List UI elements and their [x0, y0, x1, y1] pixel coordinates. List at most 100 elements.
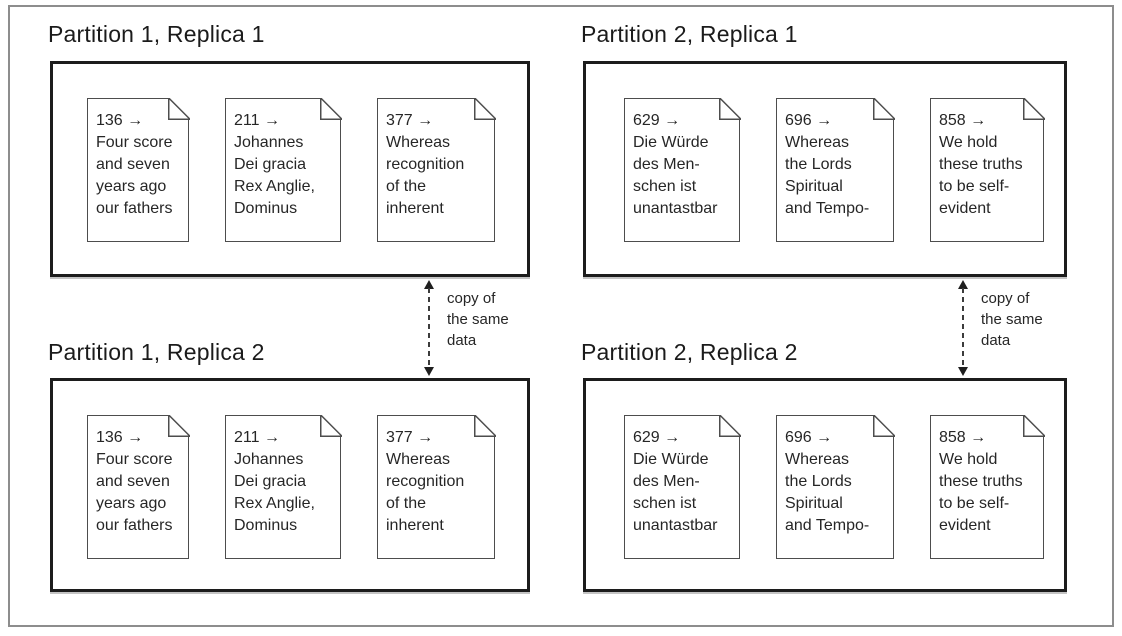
document-key: 377 →	[386, 429, 434, 446]
document-line: and seven	[96, 156, 170, 173]
document-text: 211 → Johannes Dei gracia Rex Anglie, Do…	[226, 416, 340, 537]
document-line: Spiritual	[785, 495, 843, 512]
document-line: Dominus	[234, 200, 298, 217]
document-line: our fathers	[96, 517, 173, 534]
document-text: 858 → We hold these truths to be self- e…	[931, 416, 1043, 537]
page-fold-icon	[718, 97, 741, 120]
document-line: Four score	[96, 451, 173, 468]
document-line: We hold	[939, 134, 998, 151]
document-line: des Men-	[633, 156, 700, 173]
document-line: Whereas	[386, 134, 451, 151]
document-line: inherent	[386, 200, 444, 217]
document-line: Dominus	[234, 517, 298, 534]
document-line: the Lords	[785, 156, 852, 173]
document-icon: 377 → Whereas recognition of the inheren…	[377, 414, 496, 559]
document-line: Whereas	[386, 451, 451, 468]
replication-arrow-label: copy of the same data	[981, 288, 1043, 351]
document-line: unantastbar	[633, 200, 718, 217]
partition-replica-box: 629 → Die Würde des Men- schen ist unant…	[583, 61, 1067, 277]
page-fold-icon	[167, 97, 190, 120]
document-line: and seven	[96, 473, 170, 490]
panel-title: Partition 1, Replica 2	[48, 339, 265, 365]
document-line: of the	[386, 495, 427, 512]
document-line: Johannes	[234, 134, 304, 151]
document-line: inherent	[386, 517, 444, 534]
document-line: We hold	[939, 451, 998, 468]
document-text: 136 → Four score and seven years ago our…	[88, 99, 188, 220]
arrow-label-line: the same	[447, 311, 509, 328]
arrow-label-line: data	[981, 332, 1011, 349]
document-key: 136 →	[96, 112, 144, 129]
document-icon: 211 → Johannes Dei gracia Rex Anglie, Do…	[225, 97, 342, 242]
document-text: 377 → Whereas recognition of the inheren…	[378, 99, 494, 220]
document-line: des Men-	[633, 473, 700, 490]
document-icon: 858 → We hold these truths to be self- e…	[930, 97, 1045, 242]
document-text: 136 → Four score and seven years ago our…	[88, 416, 188, 537]
document-key: 211 →	[234, 112, 280, 129]
document-icon: 696 → Whereas the Lords Spiritual and Te…	[776, 414, 895, 559]
document-icon: 629 → Die Würde des Men- schen ist unant…	[624, 97, 741, 242]
document-icon: 858 → We hold these truths to be self- e…	[930, 414, 1045, 559]
document-line: schen ist	[633, 495, 697, 512]
document-icon: 696 → Whereas the Lords Spiritual and Te…	[776, 97, 895, 242]
document-line: Die Würde	[633, 451, 709, 468]
page-fold-icon	[872, 97, 895, 120]
document-text: 858 → We hold these truths to be self- e…	[931, 99, 1043, 220]
arrowhead-up-icon	[958, 280, 968, 289]
document-text: 629 → Die Würde des Men- schen ist unant…	[625, 99, 739, 220]
document-line: to be self-	[939, 495, 1010, 512]
outer-frame	[8, 5, 1114, 627]
document-line: years ago	[96, 178, 167, 195]
partition-replica-box: 136 → Four score and seven years ago our…	[50, 378, 530, 592]
page-fold-icon	[319, 414, 342, 437]
document-icon: 629 → Die Würde des Men- schen ist unant…	[624, 414, 741, 559]
document-text: 377 → Whereas recognition of the inheren…	[378, 416, 494, 537]
arrowhead-up-icon	[424, 280, 434, 289]
panel-title: Partition 2, Replica 1	[581, 21, 798, 47]
document-key: 629 →	[633, 112, 681, 129]
arrowhead-down-icon	[958, 367, 968, 376]
document-key: 696 →	[785, 429, 833, 446]
partition-replica-box: 136 → Four score and seven years ago our…	[50, 61, 530, 277]
panel-title: Partition 2, Replica 2	[581, 339, 798, 365]
document-line: the Lords	[785, 473, 852, 490]
document-key: 629 →	[633, 429, 681, 446]
document-line: Whereas	[785, 134, 850, 151]
document-key: 696 →	[785, 112, 833, 129]
document-line: Dei gracia	[234, 473, 307, 490]
document-line: and Tempo-	[785, 200, 870, 217]
document-key: 136 →	[96, 429, 144, 446]
page-fold-icon	[1022, 414, 1045, 437]
document-line: schen ist	[633, 178, 697, 195]
document-line: evident	[939, 200, 991, 217]
page-fold-icon	[872, 414, 895, 437]
partition-replica-box: 629 → Die Würde des Men- schen ist unant…	[583, 378, 1067, 592]
document-line: to be self-	[939, 178, 1010, 195]
panel-title: Partition 1, Replica 1	[48, 21, 265, 47]
page-fold-icon	[473, 414, 496, 437]
page-fold-icon	[167, 414, 190, 437]
replication-arrow-label: copy of the same data	[447, 288, 509, 351]
document-line: recognition	[386, 156, 465, 173]
document-icon: 136 → Four score and seven years ago our…	[87, 414, 190, 559]
arrow-label-line: copy of	[447, 290, 496, 307]
document-line: of the	[386, 178, 427, 195]
document-key: 858 →	[939, 112, 987, 129]
document-line: Dei gracia	[234, 156, 307, 173]
page-fold-icon	[1022, 97, 1045, 120]
panel-partition-1-replica-2: Partition 1, Replica 2 136 → Four score …	[48, 338, 530, 592]
document-line: unantastbar	[633, 517, 718, 534]
arrow-label-line: data	[447, 332, 477, 349]
document-text: 211 → Johannes Dei gracia Rex Anglie, Do…	[226, 99, 340, 220]
replication-arrow	[423, 280, 435, 376]
document-line: years ago	[96, 495, 167, 512]
document-line: Die Würde	[633, 134, 709, 151]
panel-partition-2-replica-2: Partition 2, Replica 2 629 → Die Würde d…	[581, 338, 1067, 592]
document-key: 858 →	[939, 429, 987, 446]
document-text: 696 → Whereas the Lords Spiritual and Te…	[777, 99, 893, 220]
document-line: these truths	[939, 156, 1023, 173]
document-key: 211 →	[234, 429, 280, 446]
document-line: Whereas	[785, 451, 850, 468]
replication-arrow	[957, 280, 969, 376]
arrowhead-down-icon	[424, 367, 434, 376]
